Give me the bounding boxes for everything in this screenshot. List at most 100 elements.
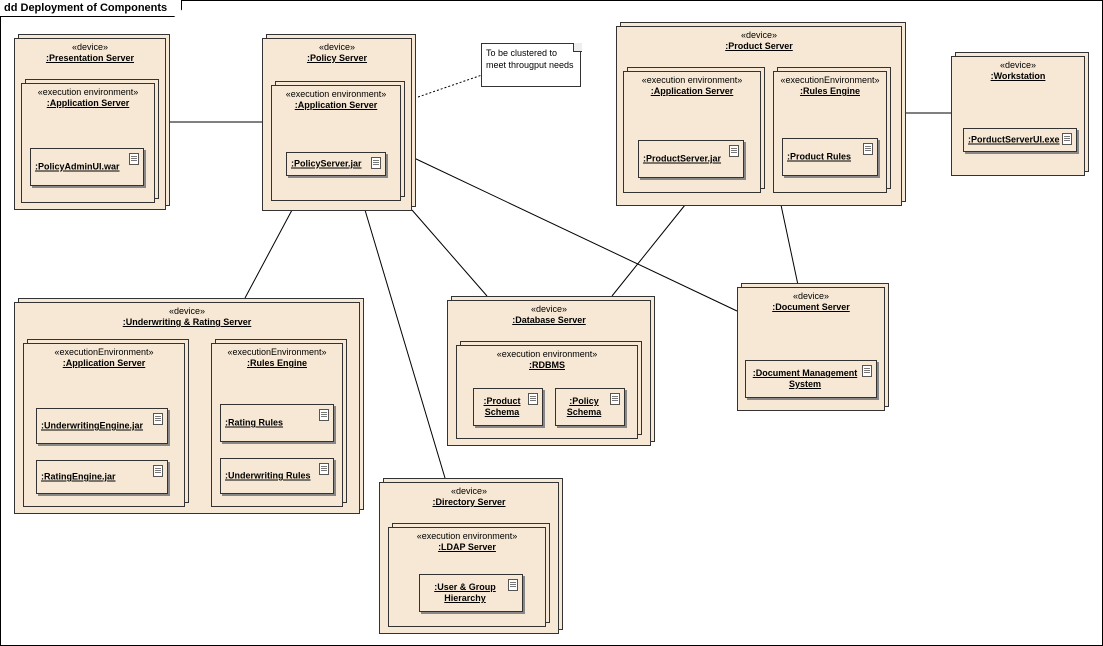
link-policy-database: [411, 209, 488, 297]
artifact-label: :Product Rules: [787, 151, 852, 162]
document-icon: [528, 393, 538, 405]
artifact-label: :PorductServerUI.exe: [968, 134, 1060, 145]
document-icon: [319, 463, 329, 475]
artifact-label: :ProductServer.jar: [643, 153, 722, 164]
node-stereotype: «device»: [450, 486, 488, 496]
artifact-label: :PolicyAdminUI.war: [35, 161, 120, 172]
env-stereotype: «execution environment»: [285, 89, 387, 99]
link-note-policy: [417, 74, 483, 98]
artifact-label: :UnderwritingEngine.jar: [41, 420, 144, 431]
workstation-node[interactable]: «device» :Workstation :PorductServerUI.e…: [951, 56, 1085, 176]
env-name: :Application Server: [294, 100, 378, 110]
env-name: :LDAP Server: [438, 542, 496, 552]
node-name: :Directory Server: [432, 497, 506, 507]
artifact-label-line: Hierarchy: [444, 593, 486, 603]
artifact[interactable]: :Product Rules: [782, 138, 878, 176]
node-stereotype: «device»: [740, 30, 778, 40]
artifact[interactable]: :PolicyServer.jar: [286, 152, 386, 176]
artifact-label: :RatingEngine.jar: [41, 471, 116, 482]
link-policy-directory: [364, 209, 446, 479]
env-name: :Application Server: [46, 98, 130, 108]
artifact-label-line: Schema: [484, 407, 520, 417]
diagram-title: dd Deployment of Components: [0, 0, 182, 17]
document-icon: [371, 157, 381, 169]
execution-environment[interactable]: «executionEnvironment» :Rules Engine :Pr…: [773, 71, 887, 193]
database-server-node[interactable]: «device» :Database Server «execution env…: [447, 300, 651, 446]
note[interactable]: To be clustered to meet througput needs: [481, 43, 581, 87]
env-name: :Application Server: [62, 358, 146, 368]
artifact[interactable]: :RatingEngine.jar: [36, 460, 168, 494]
artifact[interactable]: :ProductServer.jar: [638, 140, 744, 178]
env-stereotype: «execution environment»: [416, 531, 518, 541]
document-icon: [610, 393, 620, 405]
document-icon: [153, 413, 163, 425]
policy-server-node[interactable]: «device» :Policy Server «execution envir…: [262, 38, 412, 211]
artifact[interactable]: :Underwriting Rules: [220, 458, 334, 494]
node-name: :Workstation: [990, 71, 1046, 81]
env-stereotype: «executionEnvironment»: [780, 75, 880, 85]
node-name: :Underwriting & Rating Server: [122, 317, 252, 327]
node-stereotype: «device»: [71, 42, 109, 52]
directory-server-node[interactable]: «device» :Directory Server «execution en…: [379, 482, 559, 634]
node-name: :Policy Server: [306, 53, 368, 63]
env-name: :Rules Engine: [799, 86, 860, 96]
node-stereotype: «device»: [168, 306, 206, 316]
note-text: To be clustered to meet througput needs: [486, 48, 574, 70]
env-stereotype: «execution environment»: [496, 349, 598, 359]
artifact[interactable]: :User & Group Hierarchy: [419, 574, 523, 612]
node-name: :Presentation Server: [45, 53, 135, 63]
link-product-document: [780, 204, 799, 286]
execution-environment[interactable]: «executionEnvironment» :Application Serv…: [23, 343, 185, 507]
artifact[interactable]: :Rating Rules: [220, 404, 334, 442]
env-stereotype: «execution environment»: [37, 87, 139, 97]
presentation-server-node[interactable]: «device» :Presentation Server «execution…: [14, 38, 166, 210]
document-server-node[interactable]: «device» :Document Server :Document Mana…: [737, 287, 885, 411]
env-stereotype: «execution environment»: [641, 75, 743, 85]
node-name: :Database Server: [512, 315, 586, 325]
artifact[interactable]: :Policy Schema: [555, 388, 625, 426]
artifact-label: :PolicyServer.jar: [291, 158, 362, 169]
execution-environment[interactable]: «executionEnvironment» :Rules Engine :Ra…: [211, 343, 343, 507]
node-stereotype: «device»: [999, 60, 1037, 70]
artifact-label-line: :Policy: [569, 396, 599, 406]
artifact-label: :Policy Schema: [560, 396, 608, 418]
artifact[interactable]: :UnderwritingEngine.jar: [36, 408, 168, 444]
note-fold: [573, 43, 582, 52]
link-policy-underwriting: [244, 209, 293, 299]
execution-environment[interactable]: «execution environment» :LDAP Server :Us…: [388, 527, 546, 627]
artifact-label-line: System: [788, 379, 822, 389]
env-stereotype: «executionEnvironment»: [54, 347, 154, 357]
artifact-label: :Product Schema: [478, 396, 526, 418]
document-icon: [1062, 133, 1072, 145]
document-icon: [129, 153, 139, 165]
product-server-node[interactable]: «device» :Product Server «execution envi…: [616, 26, 902, 206]
artifact-label-line: Schema: [566, 407, 602, 417]
artifact-label: :User & Group Hierarchy: [424, 582, 506, 604]
node-stereotype: «device»: [792, 291, 830, 301]
execution-environment[interactable]: «execution environment» :RDBMS :Product …: [456, 345, 638, 439]
env-name: :Rules Engine: [246, 358, 307, 368]
artifact-label-line: :Product: [483, 396, 521, 406]
underwriting-server-node[interactable]: «device» :Underwriting & Rating Server «…: [14, 302, 360, 514]
artifact[interactable]: :PolicyAdminUI.war: [30, 148, 144, 186]
document-icon: [508, 579, 518, 591]
artifact[interactable]: :PorductServerUI.exe: [963, 128, 1077, 152]
artifact-label: :Underwriting Rules: [225, 470, 311, 481]
artifact-label-line: :User & Group: [434, 582, 496, 592]
env-name: :RDBMS: [529, 360, 565, 370]
artifact-label-line: :Document Management: [752, 368, 858, 378]
artifact[interactable]: :Product Schema: [473, 388, 543, 426]
execution-environment[interactable]: «execution environment» :Application Ser…: [271, 85, 401, 201]
document-icon: [319, 409, 329, 421]
document-icon: [153, 465, 163, 477]
artifact-label: :Rating Rules: [225, 417, 284, 428]
node-stereotype: «device»: [318, 42, 356, 52]
env-name: :Application Server: [650, 86, 734, 96]
execution-environment[interactable]: «execution environment» :Application Ser…: [623, 71, 761, 193]
execution-environment[interactable]: «execution environment» :Application Ser…: [21, 83, 155, 203]
artifact[interactable]: :Document Management System: [745, 360, 877, 398]
link-policy-document: [413, 157, 738, 312]
document-icon: [863, 143, 873, 155]
node-stereotype: «device»: [530, 304, 568, 314]
